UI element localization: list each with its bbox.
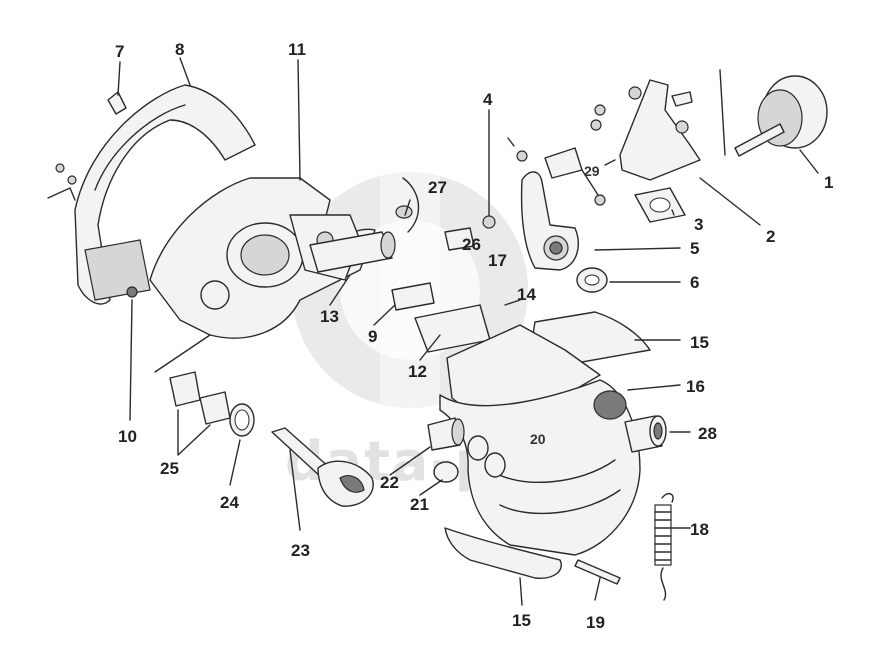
label-10: 10 — [118, 427, 137, 446]
label-25: 25 — [160, 459, 179, 478]
label-20: 20 — [530, 431, 546, 447]
brake-shoe-part — [439, 324, 641, 556]
dust-shield-part — [74, 84, 256, 305]
label-5: 5 — [690, 239, 699, 258]
label-2: 2 — [766, 227, 775, 246]
label-12: 12 — [408, 362, 427, 381]
bolt-part — [126, 286, 138, 298]
label-16: 16 — [686, 377, 705, 396]
part-labels: 1 2 3 4 5 6 7 8 9 10 11 12 13 14 15 15 1… — [115, 40, 833, 632]
label-1: 1 — [824, 173, 833, 192]
label-18: 18 — [690, 520, 709, 539]
bushing-set-part — [169, 371, 255, 437]
label-17: 17 — [488, 251, 507, 270]
label-8: 8 — [175, 40, 184, 59]
label-22: 22 — [380, 473, 399, 492]
label-24: 24 — [220, 493, 239, 512]
gasket-part — [634, 187, 686, 223]
label-21: 21 — [410, 495, 429, 514]
label-4: 4 — [483, 90, 493, 109]
leader-lines — [47, 57, 819, 606]
lining-lower-part — [444, 527, 562, 579]
clevis-part — [507, 137, 606, 206]
label-11: 11 — [288, 40, 306, 59]
label-6: 6 — [690, 273, 699, 292]
washer-part — [576, 267, 608, 293]
label-26: 26 — [462, 235, 481, 254]
screw-part — [67, 175, 77, 185]
label-28: 28 — [698, 424, 717, 443]
label-27: 27 — [428, 178, 447, 197]
return-spring-part — [654, 492, 674, 601]
brake-chamber-part — [734, 75, 828, 157]
roller-set-part — [427, 417, 506, 483]
label-9: 9 — [368, 327, 377, 346]
pin-set-part — [309, 227, 491, 353]
label-13: 13 — [320, 307, 339, 326]
label-29: 29 — [584, 163, 600, 179]
label-15-upper: 15 — [690, 333, 709, 352]
label-15-lower: 15 — [512, 611, 531, 630]
label-3: 3 — [694, 215, 703, 234]
pin-part — [574, 559, 621, 585]
clip-part — [107, 91, 127, 115]
bushing-part — [624, 415, 667, 453]
label-23: 23 — [291, 541, 310, 560]
spring-clip-part — [395, 177, 420, 233]
label-14: 14 — [517, 285, 536, 304]
screw-part — [55, 163, 65, 173]
label-19: 19 — [586, 613, 605, 632]
nut-part — [482, 215, 496, 229]
label-7: 7 — [115, 42, 124, 61]
camshaft-part — [271, 427, 374, 507]
slack-adjuster-part — [520, 171, 579, 271]
chamber-bracket-part — [590, 79, 701, 181]
